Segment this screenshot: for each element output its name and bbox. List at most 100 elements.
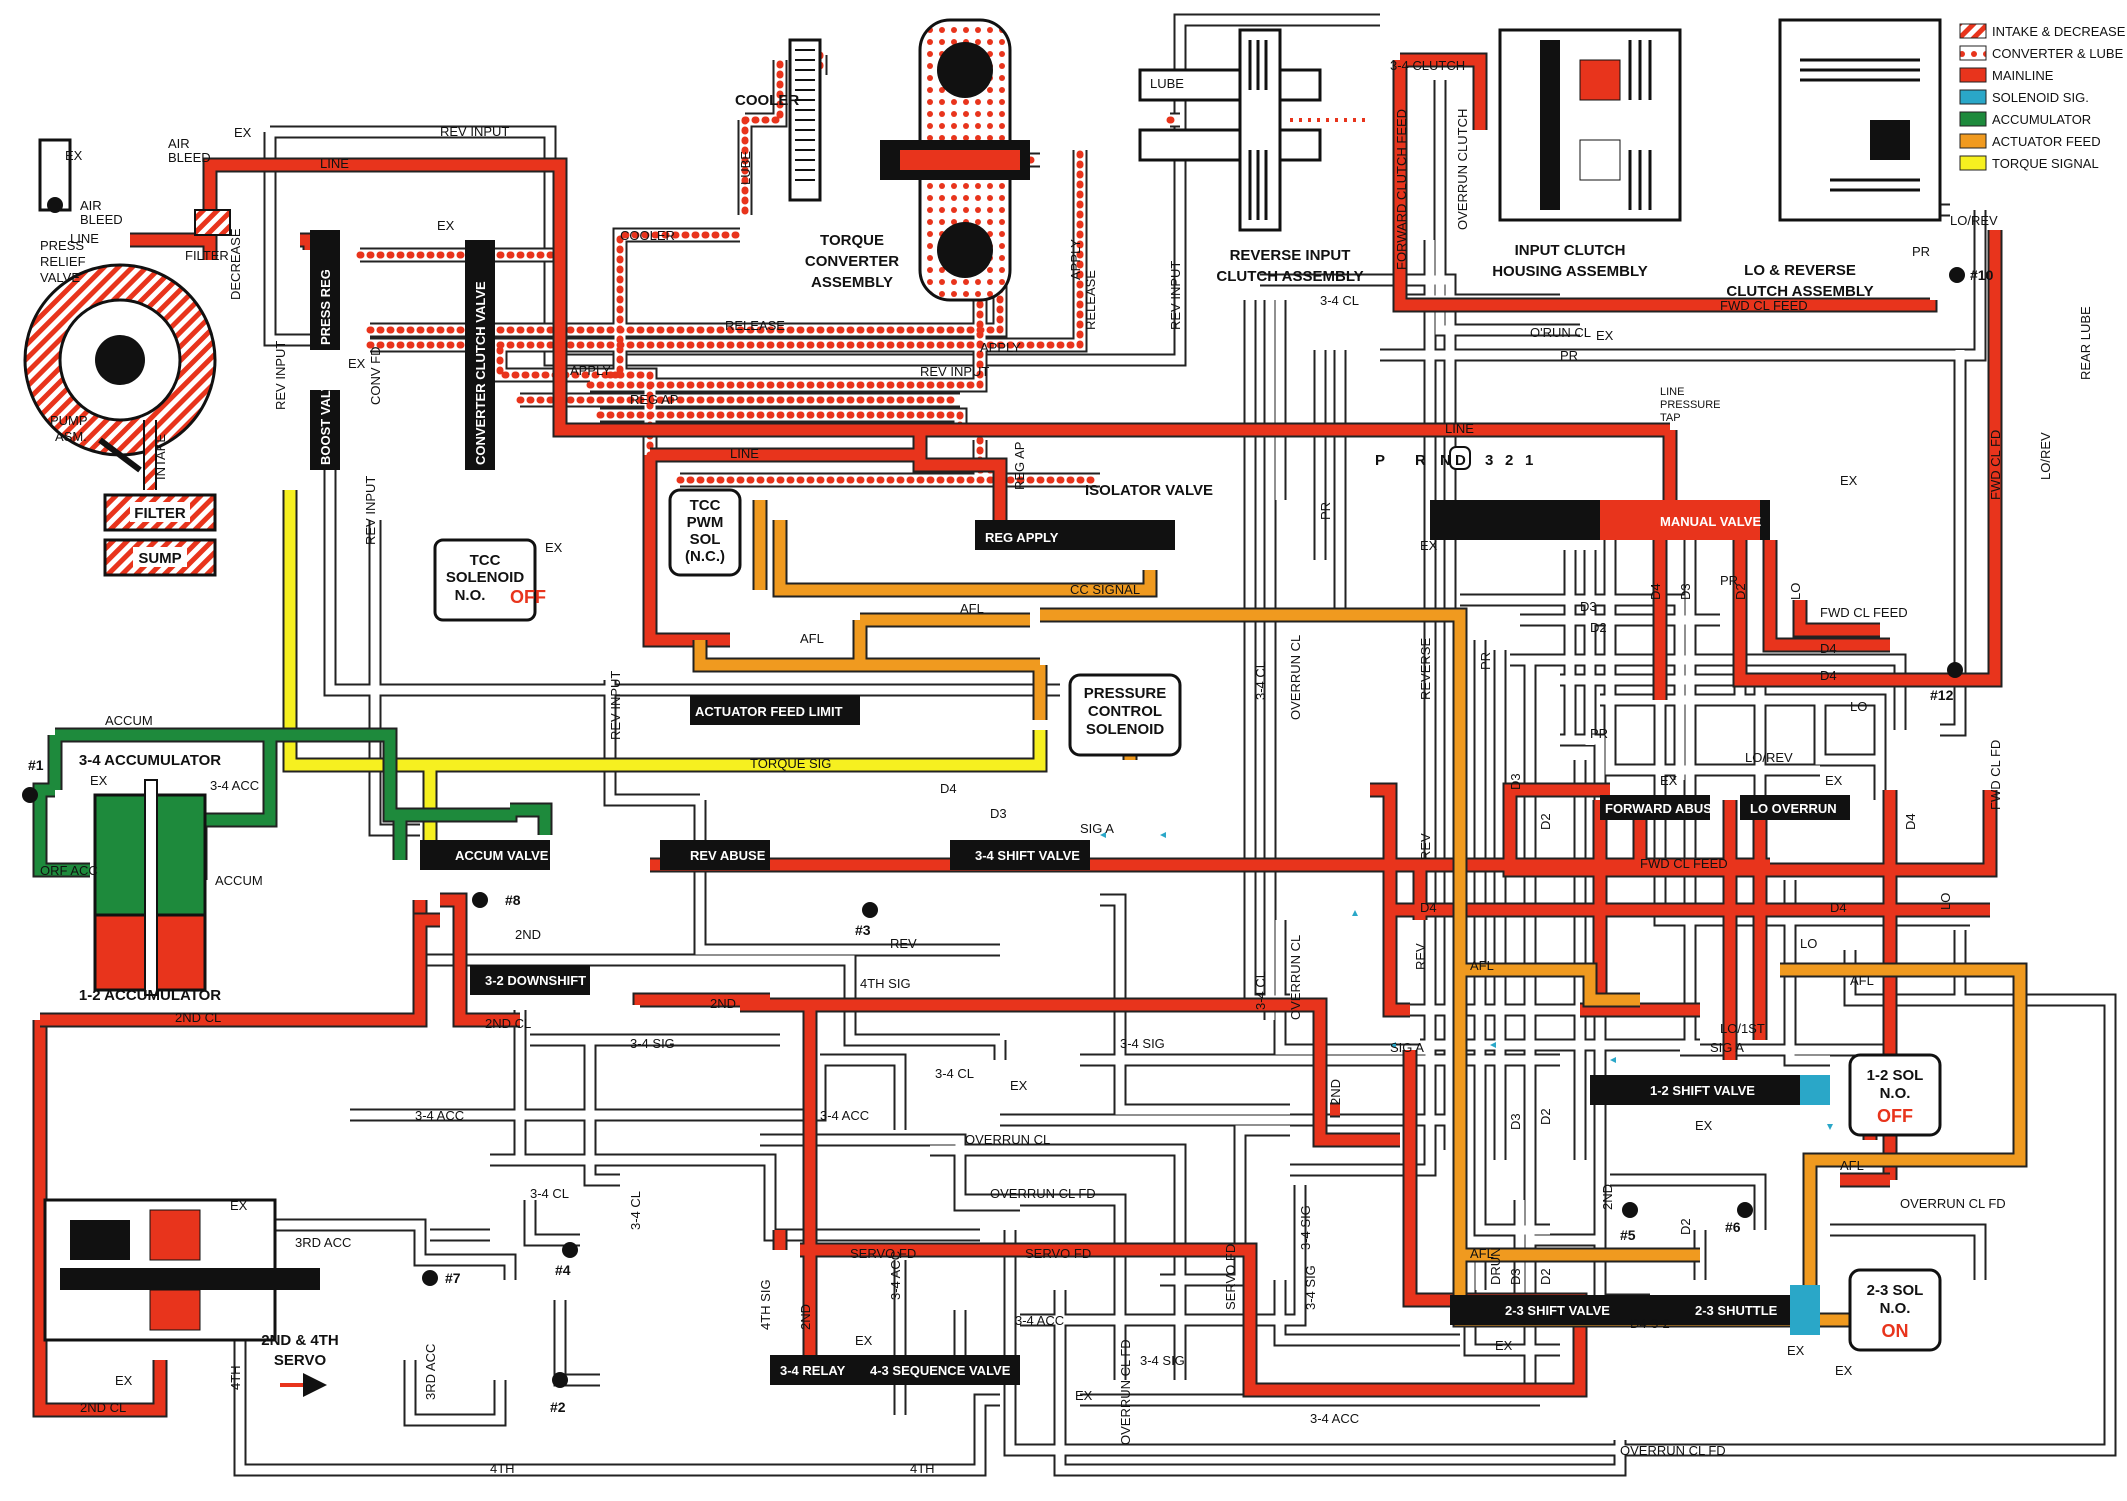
sol12-state: OFF: [1877, 1106, 1913, 1126]
clutch-34-label: 3-4 CLUTCH: [1390, 58, 1465, 73]
ex-label: EX: [1825, 773, 1843, 788]
ex-label: EX: [1660, 773, 1678, 788]
cc-signal-label: CC SIGNAL: [1070, 582, 1140, 597]
lo-reverse-clutch: LO & REVERSE CLUTCH ASSEMBLY: [1726, 18, 1942, 300]
sol12-label: 1-2 SOL: [1867, 1067, 1924, 1084]
second-label: 2ND: [710, 996, 736, 1011]
check-balls: #1 #2 #3 #4 #5 #6 #7 #8 #10 #12: [22, 267, 1994, 1415]
air-bleed-label: BLEED: [168, 150, 211, 165]
accumulator-passages: [32, 727, 553, 880]
sol23-label: N.O.: [1880, 1300, 1911, 1317]
ex-label: EX: [1695, 1118, 1713, 1133]
cl-34-label: 3-4 CL: [1253, 971, 1268, 1010]
orf-acc-label: ORF ACC: [40, 863, 98, 878]
ex-label: EX: [1840, 473, 1858, 488]
rev-label: REV: [1413, 943, 1428, 970]
pr-label: PR: [1560, 348, 1578, 363]
acc-34-label: 3-4 ACC: [415, 1108, 464, 1123]
afl-label: AFL: [1470, 1246, 1494, 1261]
apply-label: APPLY: [570, 363, 611, 378]
boost-valve-label: BOOST VALVE: [318, 373, 333, 465]
servo-label: SERVO: [274, 1352, 327, 1369]
pump-label: PUMP: [50, 413, 88, 428]
pr-label: PR: [1318, 502, 1333, 520]
tcc-pwm-label: SOL: [690, 531, 721, 548]
tcc-solenoid-label: N.O.: [455, 587, 486, 604]
gear-2: 2: [1505, 452, 1513, 469]
d2-label: D2: [1538, 1268, 1553, 1285]
ex-label: EX: [115, 1373, 133, 1388]
ex-label: EX: [230, 1198, 248, 1213]
press-relief-label: VALVE: [40, 270, 80, 285]
tcc-pwm-label: (N.C.): [685, 548, 725, 565]
sig-a-label: SIG A: [1080, 821, 1114, 836]
lube-label: LUBE: [1150, 76, 1184, 91]
input-clutch-label: INPUT CLUTCH: [1515, 242, 1626, 259]
acc-34-label: 3-4 ACC: [820, 1108, 869, 1123]
legend-label: ACCUMULATOR: [1992, 112, 2091, 127]
overrun-cl-fd-label: OVERRUN CL FD: [1900, 1196, 2006, 1211]
ex-label: EX: [348, 356, 366, 371]
lo-rev-label: LO/REV: [1745, 750, 1793, 765]
fwd-cl-fd-label: FWD CL FD: [1988, 740, 2003, 810]
lo-reverse-label: CLUTCH ASSEMBLY: [1726, 283, 1873, 300]
second-label: 2ND: [798, 1304, 813, 1330]
air-bleed-label: AIR: [168, 136, 190, 151]
sol23-label: 2-3 SOL: [1867, 1282, 1924, 1299]
fourth-label: 4TH: [910, 1461, 935, 1476]
fourth-sig-label: 4TH SIG: [860, 976, 911, 991]
overrun-clutch-label: OVERRUN CLUTCH: [1455, 109, 1470, 230]
shift-34-label: 3-4 SHIFT VALVE: [975, 848, 1080, 863]
d4-label: D4: [1903, 813, 1918, 830]
ex-label: EX: [1835, 1363, 1853, 1378]
pr-label: PR: [1720, 573, 1738, 588]
check-ball-label: #2: [550, 1399, 566, 1415]
rev-input-label: REV INPUT: [608, 671, 623, 740]
pump-assembly: PRESS RELIEF VALVE PUMP ASM. FILTER SUMP…: [23, 138, 231, 577]
acc-34-label: 3-4 ACC: [1015, 1313, 1064, 1328]
afl-label: AFL: [960, 601, 984, 616]
legend-label: INTAKE & DECREASE: [1992, 24, 2126, 39]
cl-34-label: 3-4 CL: [628, 1191, 643, 1230]
torque-converter-label: TORQUE: [820, 232, 884, 249]
d4-label: D4: [1648, 583, 1663, 600]
fourth-label: 4TH: [490, 1461, 515, 1476]
overrun-cl-label: OVERRUN CL: [965, 1132, 1050, 1147]
torque-sig-label: TORQUE SIG: [750, 756, 831, 771]
filter-label: FILTER: [134, 505, 186, 522]
forward-clutch-feed-label: FORWARD CLUTCH FEED: [1394, 109, 1409, 270]
accum-34-label: 3-4 ACCUMULATOR: [79, 752, 221, 769]
second-label: 2ND: [1328, 1079, 1343, 1105]
accum-12-label: 1-2 ACCUMULATOR: [79, 987, 221, 1004]
orun-cl-label: O'RUN CL: [1530, 325, 1591, 340]
tcc-state: OFF: [510, 587, 546, 607]
servo-fd-label: SERVO FD: [1223, 1244, 1238, 1310]
d4-label: D4: [1830, 900, 1847, 915]
servo: 2ND & 4TH SERVO: [43, 1198, 339, 1397]
line-pressure-tap-label: TAP: [1660, 412, 1681, 424]
afl-label: AFL: [800, 631, 824, 646]
overrun-cl-label: OVERRUN CL: [1288, 635, 1303, 720]
ex-label: EX: [437, 218, 455, 233]
cooler: COOLER LUBE: [735, 38, 822, 202]
ex-label: EX: [1075, 1388, 1093, 1403]
servo-label: 2ND & 4TH: [261, 1332, 339, 1349]
ex-label: EX: [1010, 1078, 1028, 1093]
ex-label: EX: [90, 773, 108, 788]
servo-fd-label: SERVO FD: [1025, 1246, 1091, 1261]
drun-label: DRUN: [1488, 1247, 1503, 1285]
gear-n: N: [1440, 452, 1451, 469]
ex-label: EX: [65, 148, 83, 163]
gear-p: P: [1375, 452, 1385, 469]
passage-labels: REV INPUT LINE LINE DECREASE AIR BLEED A…: [70, 124, 2093, 1476]
ex-label: EX: [545, 540, 563, 555]
line-pressure-tap-label: LINE: [1660, 386, 1684, 398]
rev-label: REV: [890, 936, 917, 951]
valves: PRESS REG BOOST VALVE CONVERTER CLUTCH V…: [310, 230, 1850, 1385]
lo-label: LO: [1788, 583, 1803, 600]
rev-input-label: REV INPUT: [273, 341, 288, 410]
lo-1st-label: LO/1ST: [1720, 1021, 1765, 1036]
d3-label: D3: [990, 806, 1007, 821]
acc-34-label: 3-4 ACC: [210, 778, 259, 793]
rear-lube-label: REAR LUBE: [2078, 306, 2093, 380]
